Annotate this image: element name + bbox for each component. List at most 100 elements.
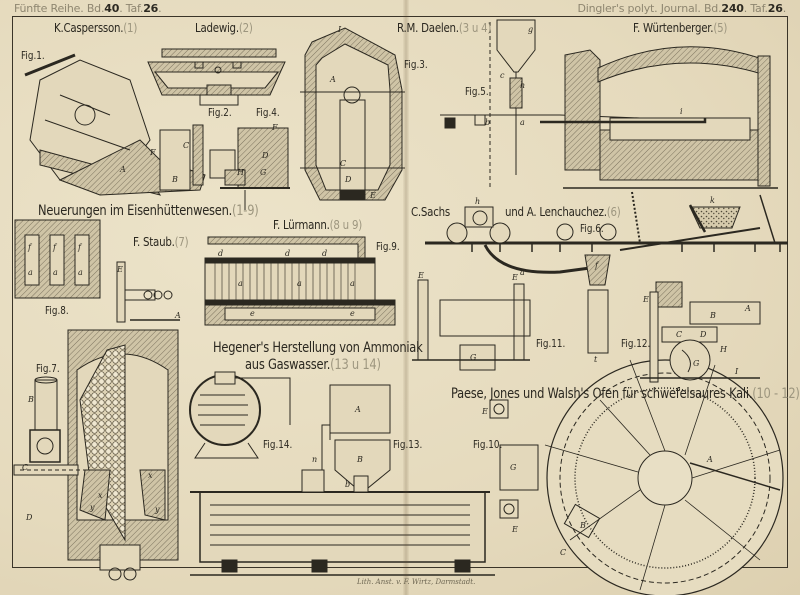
svg-text:a: a bbox=[78, 268, 83, 277]
fig-label-12: Fig.12. bbox=[621, 337, 651, 350]
fig8-lurmann-tuyeres: f f f a a a bbox=[14, 219, 101, 299]
svg-text:B: B bbox=[356, 455, 363, 464]
svg-text:E: E bbox=[369, 191, 376, 200]
title-lurmann: F. Lürmann.(8 u 9) bbox=[273, 217, 362, 232]
title-hegener-line1: Hegener's Herstellung von Ammoniak bbox=[213, 340, 423, 356]
svg-text:a: a bbox=[350, 279, 355, 288]
svg-text:k: k bbox=[710, 196, 715, 205]
header-left-plate-prefix: . Taf. bbox=[119, 2, 144, 15]
plate-frame bbox=[12, 16, 788, 568]
svg-text:A: A bbox=[329, 75, 336, 84]
svg-text:A: A bbox=[706, 455, 713, 464]
svg-text:i: i bbox=[680, 107, 683, 116]
fig-label-3: Fig.3. bbox=[404, 58, 428, 71]
svg-text:E: E bbox=[511, 273, 518, 282]
fig9-lurmann-section: d d d a a a e e bbox=[204, 236, 396, 326]
svg-text:e: e bbox=[350, 309, 355, 318]
fig-label-5: Fig.5. bbox=[465, 85, 489, 98]
title-caspersson: K.Caspersson.(1) bbox=[54, 20, 138, 35]
svg-text:x: x bbox=[148, 471, 153, 480]
svg-text:C: C bbox=[183, 141, 189, 150]
header-left: Fünfte Reihe. Bd.40. Taf.26. bbox=[14, 2, 162, 15]
fig-label-7: Fig.7. bbox=[36, 362, 60, 375]
title-staub: F. Staub.(7) bbox=[133, 234, 189, 249]
svg-text:c: c bbox=[500, 71, 505, 80]
svg-text:a: a bbox=[28, 268, 33, 277]
fig-label-8: Fig.8. bbox=[45, 304, 69, 317]
title-neuerungen: Neuerungen im Eisenhüttenwesen.(1-9) bbox=[38, 203, 259, 219]
svg-text:C: C bbox=[560, 548, 566, 557]
svg-text:G: G bbox=[693, 359, 700, 368]
fig-label-1: Fig.1. bbox=[21, 49, 45, 62]
svg-text:A: A bbox=[354, 405, 361, 414]
fig6-sachs-rail: h k a f bbox=[425, 191, 788, 286]
fig-label-4: Fig.4. bbox=[256, 106, 280, 119]
svg-text:b: b bbox=[485, 118, 490, 127]
svg-text:a: a bbox=[520, 268, 525, 277]
svg-text:H: H bbox=[236, 168, 245, 177]
svg-text:H: H bbox=[719, 345, 728, 354]
svg-text:A: A bbox=[119, 165, 126, 174]
svg-text:a: a bbox=[238, 279, 243, 288]
header-right: Dingler's polyt. Journal. Bd.240. Taf.26… bbox=[577, 2, 786, 15]
svg-text:f: f bbox=[594, 261, 600, 270]
svg-text:A: A bbox=[174, 311, 181, 320]
svg-text:B: B bbox=[579, 521, 586, 530]
svg-text:I: I bbox=[734, 367, 739, 376]
fig-label-10: Fig.10. bbox=[473, 438, 503, 451]
fig-label-9: Fig.9. bbox=[376, 240, 400, 253]
svg-text:f: f bbox=[77, 243, 83, 252]
hegener-long-boiler bbox=[190, 491, 495, 576]
fig-label-11: Fig.11. bbox=[536, 337, 566, 350]
svg-text:E: E bbox=[116, 265, 123, 274]
lithographer-credit: Lith. Anst. v. F. Wirtz, Darmstadt. bbox=[357, 578, 476, 586]
svg-text:C: C bbox=[340, 159, 346, 168]
svg-text:G: G bbox=[510, 463, 517, 472]
svg-text:D: D bbox=[261, 151, 269, 160]
title-lenchauchez: und A. Lenchauchez.(6) bbox=[505, 204, 621, 219]
svg-text:A: A bbox=[744, 304, 751, 313]
svg-text:d: d bbox=[285, 249, 290, 258]
fig13-hegener-apparatus: A B b n bbox=[301, 384, 391, 493]
fig14-hegener-boiler bbox=[189, 371, 291, 459]
svg-text:g: g bbox=[528, 25, 533, 34]
svg-text:C: C bbox=[22, 463, 28, 472]
svg-text:E: E bbox=[417, 271, 424, 280]
title-sachs: C.Sachs bbox=[411, 204, 450, 219]
svg-text:y: y bbox=[89, 503, 95, 512]
title-wurtenberger: F. Würtenberger.(5) bbox=[633, 20, 728, 35]
svg-text:B: B bbox=[171, 175, 178, 184]
svg-text:D: D bbox=[699, 330, 707, 339]
svg-text:D: D bbox=[25, 513, 33, 522]
fig-label-2: Fig.2. bbox=[208, 106, 232, 119]
svg-text:E: E bbox=[511, 525, 518, 534]
fig7-staub-furnace: E A B D C y y x x bbox=[13, 261, 181, 581]
svg-text:G: G bbox=[470, 353, 477, 362]
svg-text:F: F bbox=[149, 148, 156, 157]
svg-text:h: h bbox=[520, 81, 525, 90]
svg-text:C: C bbox=[676, 330, 682, 339]
header-right-suffix: . bbox=[782, 2, 787, 15]
fig5-wurtenberger-furnace: g h c b a i bbox=[440, 19, 778, 190]
svg-text:a: a bbox=[297, 279, 302, 288]
header-left-volume: 40 bbox=[104, 2, 120, 15]
svg-text:n: n bbox=[312, 455, 317, 464]
fig-label-14: Fig.14. bbox=[263, 438, 293, 451]
svg-text:D: D bbox=[344, 175, 352, 184]
header-left-prefix: Fünfte Reihe. Bd. bbox=[14, 2, 105, 15]
svg-text:h: h bbox=[475, 197, 480, 206]
svg-text:e: e bbox=[250, 309, 255, 318]
fig-label-13: Fig.13. bbox=[393, 438, 423, 451]
fig3-daelen-furnace: A C D E I bbox=[300, 25, 405, 201]
fig1-caspersson-converter: A B C F bbox=[24, 53, 206, 196]
svg-text:F: F bbox=[271, 123, 278, 132]
header-left-plate: 26 bbox=[143, 2, 159, 15]
svg-text:B: B bbox=[27, 395, 34, 404]
title-ladewig: Ladewig.(2) bbox=[195, 20, 253, 35]
fig-label-6: Fig.6. bbox=[580, 222, 604, 235]
svg-text:a: a bbox=[53, 268, 58, 277]
header-right-prefix: Dingler's polyt. Journal. Bd. bbox=[577, 2, 722, 15]
svg-text:d: d bbox=[322, 249, 327, 258]
svg-text:E: E bbox=[642, 295, 649, 304]
header-right-plate: 26 bbox=[767, 2, 783, 15]
